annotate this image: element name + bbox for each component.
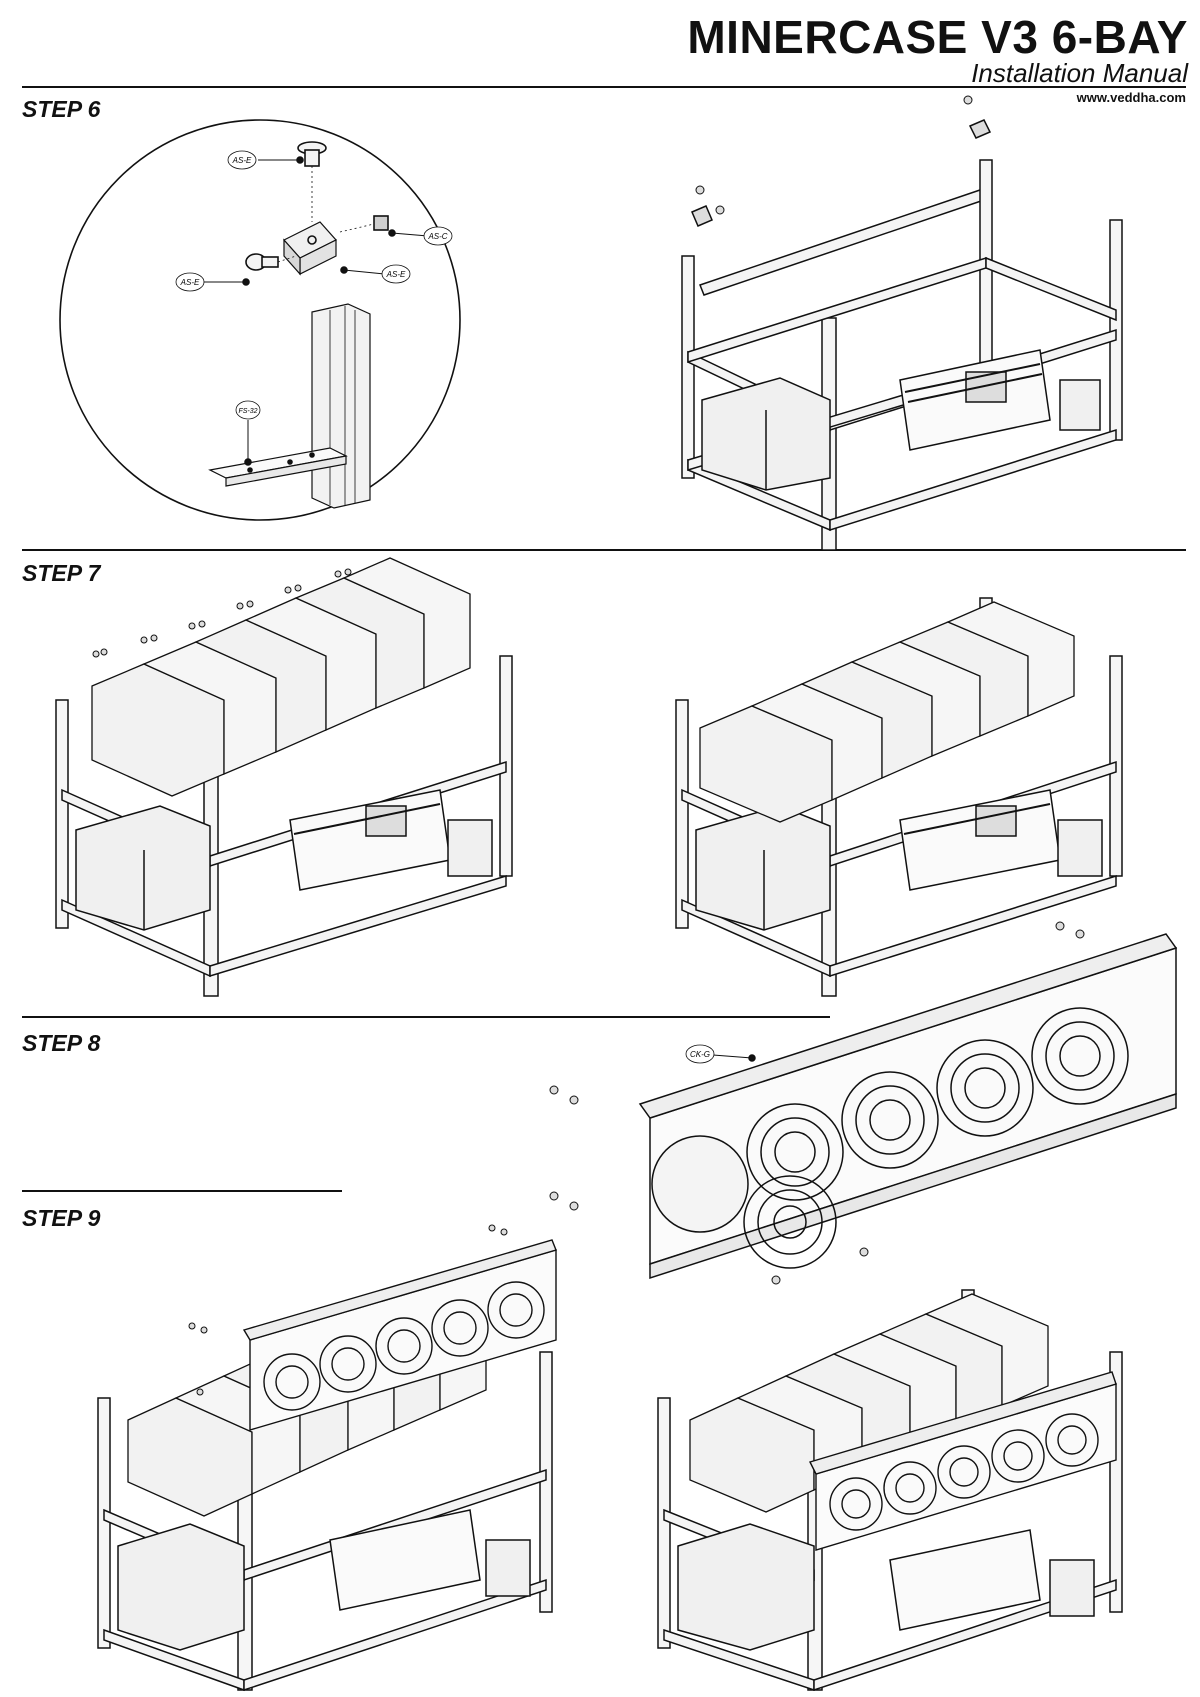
step8-divider (22, 1016, 830, 1018)
step9-right-frame (657, 1289, 1123, 1692)
loose-screws (92, 95, 1085, 1396)
step9-left-fan-panel (242, 1239, 557, 1431)
manual-title: MINERCASE V3 6-BAY (687, 11, 1188, 63)
step9-right-fan-panel (809, 1371, 1117, 1551)
step-6-label: STEP 6 (22, 96, 101, 122)
callout-fs-32: FS-32 (238, 408, 257, 415)
manual-subtitle: Installation Manual (971, 58, 1188, 88)
step9-divider (22, 1190, 342, 1192)
step7-right-gpus (699, 601, 1075, 823)
header-divider (22, 86, 1186, 88)
step-7-label: STEP 7 (22, 560, 101, 586)
callout-as-e-right: AS-E (386, 270, 406, 279)
step-8-label: STEP 8 (22, 1030, 101, 1056)
step6-frame (681, 119, 1123, 551)
step7-left-gpus (91, 557, 471, 797)
callout-as-e-top: AS-E (232, 156, 252, 165)
callout-ck-g: CK-G (690, 1050, 710, 1059)
step8-fan-panel (638, 933, 1178, 1280)
callout-as-e-left: AS-E (180, 278, 200, 287)
step-9-label: STEP 9 (22, 1205, 101, 1231)
callout-as-c: AS-C (427, 232, 447, 241)
step6-divider (22, 549, 1186, 551)
website-url: www.veddha.com (1076, 90, 1186, 105)
step7-left-frame (55, 655, 513, 997)
step6-detail-circle (59, 119, 461, 521)
step9-left-frame (97, 1351, 553, 1692)
